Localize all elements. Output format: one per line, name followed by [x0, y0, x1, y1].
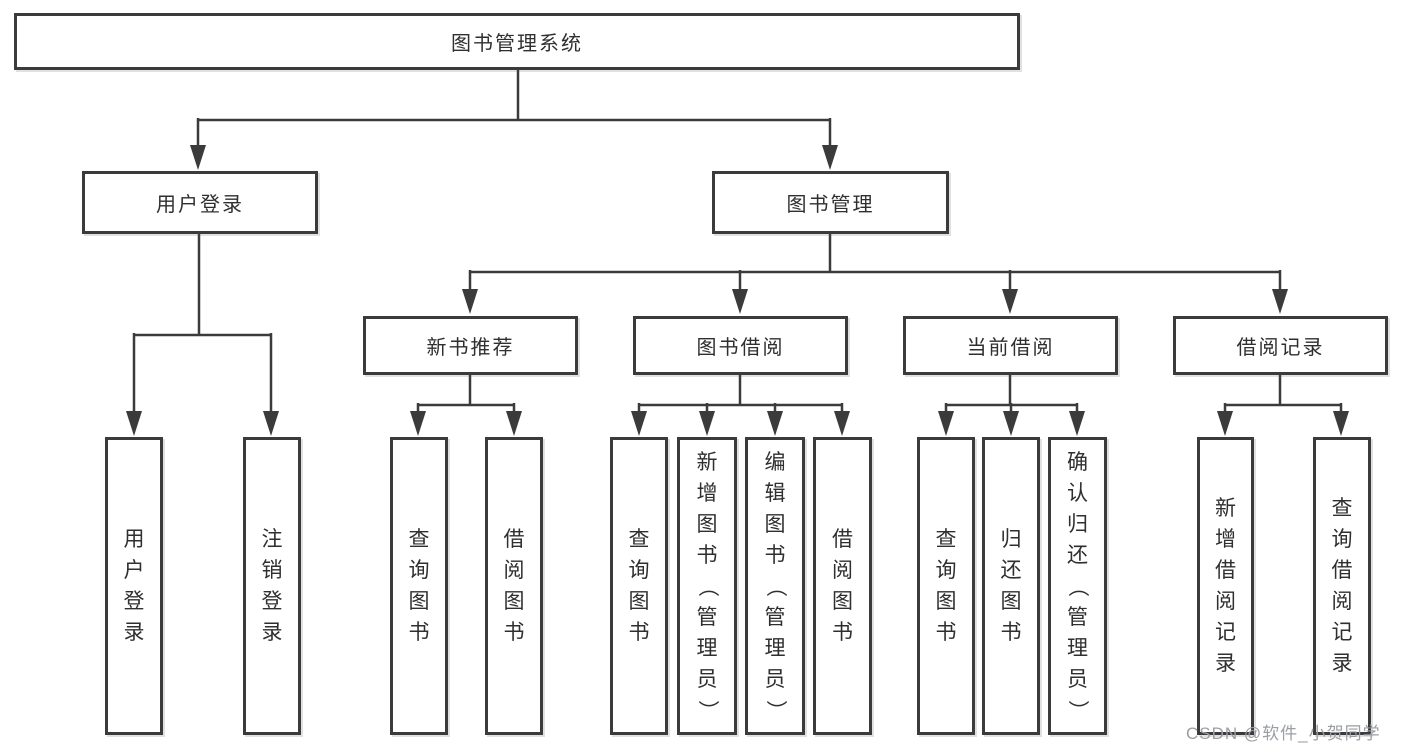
- node-label: 新书推荐: [426, 337, 515, 359]
- leaf-user-login: 用户登录: [105, 437, 163, 735]
- leaf-edit-book-admin: 编辑图书（管理员）: [745, 437, 805, 735]
- leaf-add-borrow-record: 新增借阅记录: [1197, 437, 1254, 735]
- node-root: 图书管理系统: [14, 13, 1020, 70]
- node-book-borrow: 图书借阅: [633, 316, 848, 375]
- leaf-borrow-books: 借阅图书: [813, 437, 872, 735]
- node-label: 借阅记录: [1236, 337, 1325, 359]
- leaf-label: 编辑图书（管理员）: [763, 450, 787, 721]
- connector-current-borrow-split: [938, 375, 1085, 436]
- leaf-query-borrow-record: 查询借阅记录: [1313, 437, 1371, 735]
- node-new-book-recommend: 新书推荐: [363, 316, 578, 375]
- leaf-return-books: 归还图书: [982, 437, 1040, 735]
- watermark-text: CSDN @软件_小贺同学: [1186, 724, 1381, 743]
- connector-book-borrow-split: [631, 375, 850, 436]
- node-label: 图书借阅: [696, 337, 785, 359]
- leaf-label: 归还图书: [1000, 528, 1022, 644]
- connector-user-login-split: [126, 234, 279, 436]
- node-book-management: 图书管理: [712, 171, 949, 234]
- node-label: 用户登录: [156, 194, 244, 216]
- leaf-borrow-books-recommend: 借阅图书: [485, 437, 543, 735]
- leaf-add-book-admin: 新增图书（管理员）: [677, 437, 737, 735]
- node-label: 当前借阅: [966, 337, 1055, 359]
- leaf-label: 新增图书（管理员）: [695, 450, 719, 721]
- node-label: 图书管理: [786, 194, 875, 216]
- leaf-label: 新增借阅记录: [1215, 497, 1236, 675]
- node-borrow-records: 借阅记录: [1173, 316, 1388, 375]
- connector-book-management-split: [462, 234, 1288, 314]
- leaf-query-books-current: 查询图书: [917, 437, 975, 735]
- leaf-label: 查询图书: [935, 528, 957, 644]
- leaf-query-books-recommend: 查询图书: [390, 437, 448, 735]
- connector-borrow-records-split: [1217, 375, 1349, 436]
- leaf-label: 查询图书: [408, 528, 430, 644]
- leaf-label: 查询图书: [628, 528, 650, 644]
- leaf-label: 注销登录: [261, 528, 283, 644]
- connector-root-split: [190, 70, 838, 170]
- node-root-label: 图书管理系统: [451, 33, 583, 55]
- leaf-label: 借阅图书: [503, 528, 525, 644]
- leaf-logout: 注销登录: [243, 437, 301, 735]
- connector-new-book-split: [410, 375, 522, 436]
- leaf-label: 用户登录: [123, 528, 145, 644]
- leaf-label: 确认归还（管理员）: [1066, 450, 1089, 721]
- node-user-login: 用户登录: [82, 171, 318, 234]
- leaf-query-books-borrow: 查询图书: [610, 437, 668, 735]
- leaf-label: 借阅图书: [832, 528, 853, 644]
- leaf-confirm-return-admin: 确认归还（管理员）: [1048, 437, 1107, 735]
- leaf-label: 查询借阅记录: [1331, 497, 1353, 675]
- node-current-borrow: 当前借阅: [903, 316, 1118, 375]
